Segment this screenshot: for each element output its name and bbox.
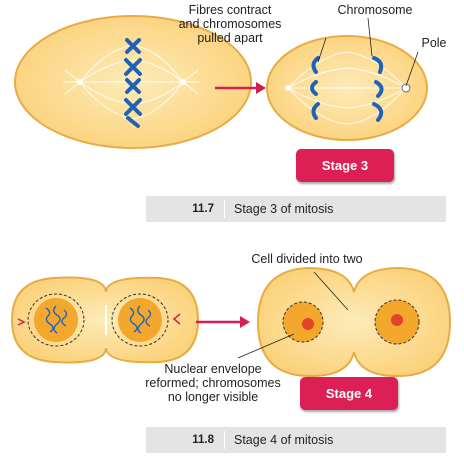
caption-divider: [224, 200, 225, 218]
anaphase-cell: [266, 17, 428, 141]
arrow-to-cytokinesis: [196, 316, 250, 328]
daughter-cells: [237, 266, 452, 378]
spindle-fibres-anaphase: [287, 51, 407, 125]
caption-number: 11.7: [192, 203, 214, 215]
caption-text: Stage 4 of mitosis: [234, 433, 334, 447]
caption-number: 11.8: [192, 434, 214, 446]
decondensing-chromosomes: [45, 305, 152, 334]
arrow-to-anaphase: [215, 82, 266, 94]
label-cell-divided: Cell divided into two: [251, 252, 363, 266]
caption-11-8: 11.8 Stage 4 of mitosis: [146, 427, 446, 453]
label-chromosome: Chromosome: [337, 3, 413, 17]
chromosomes-anaphase: [310, 56, 384, 122]
label-nuclear-envelope: Nuclear envelope reformed; chromosomes n…: [145, 362, 281, 404]
chromosomes-metaphase: [124, 38, 142, 128]
stage-4-button: Stage 4: [300, 377, 398, 410]
label-pole: Pole: [421, 36, 447, 50]
label-fibres-contract: Fibres contract and chromosomes pulled a…: [178, 3, 282, 45]
caption-divider: [224, 431, 225, 449]
metaphase-cell: [14, 15, 252, 149]
stage-3-button: Stage 3: [296, 149, 394, 182]
telophase-cell: [10, 276, 200, 364]
caption-text: Stage 3 of mitosis: [234, 202, 334, 216]
caption-11-7: 11.7 Stage 3 of mitosis: [146, 196, 446, 222]
